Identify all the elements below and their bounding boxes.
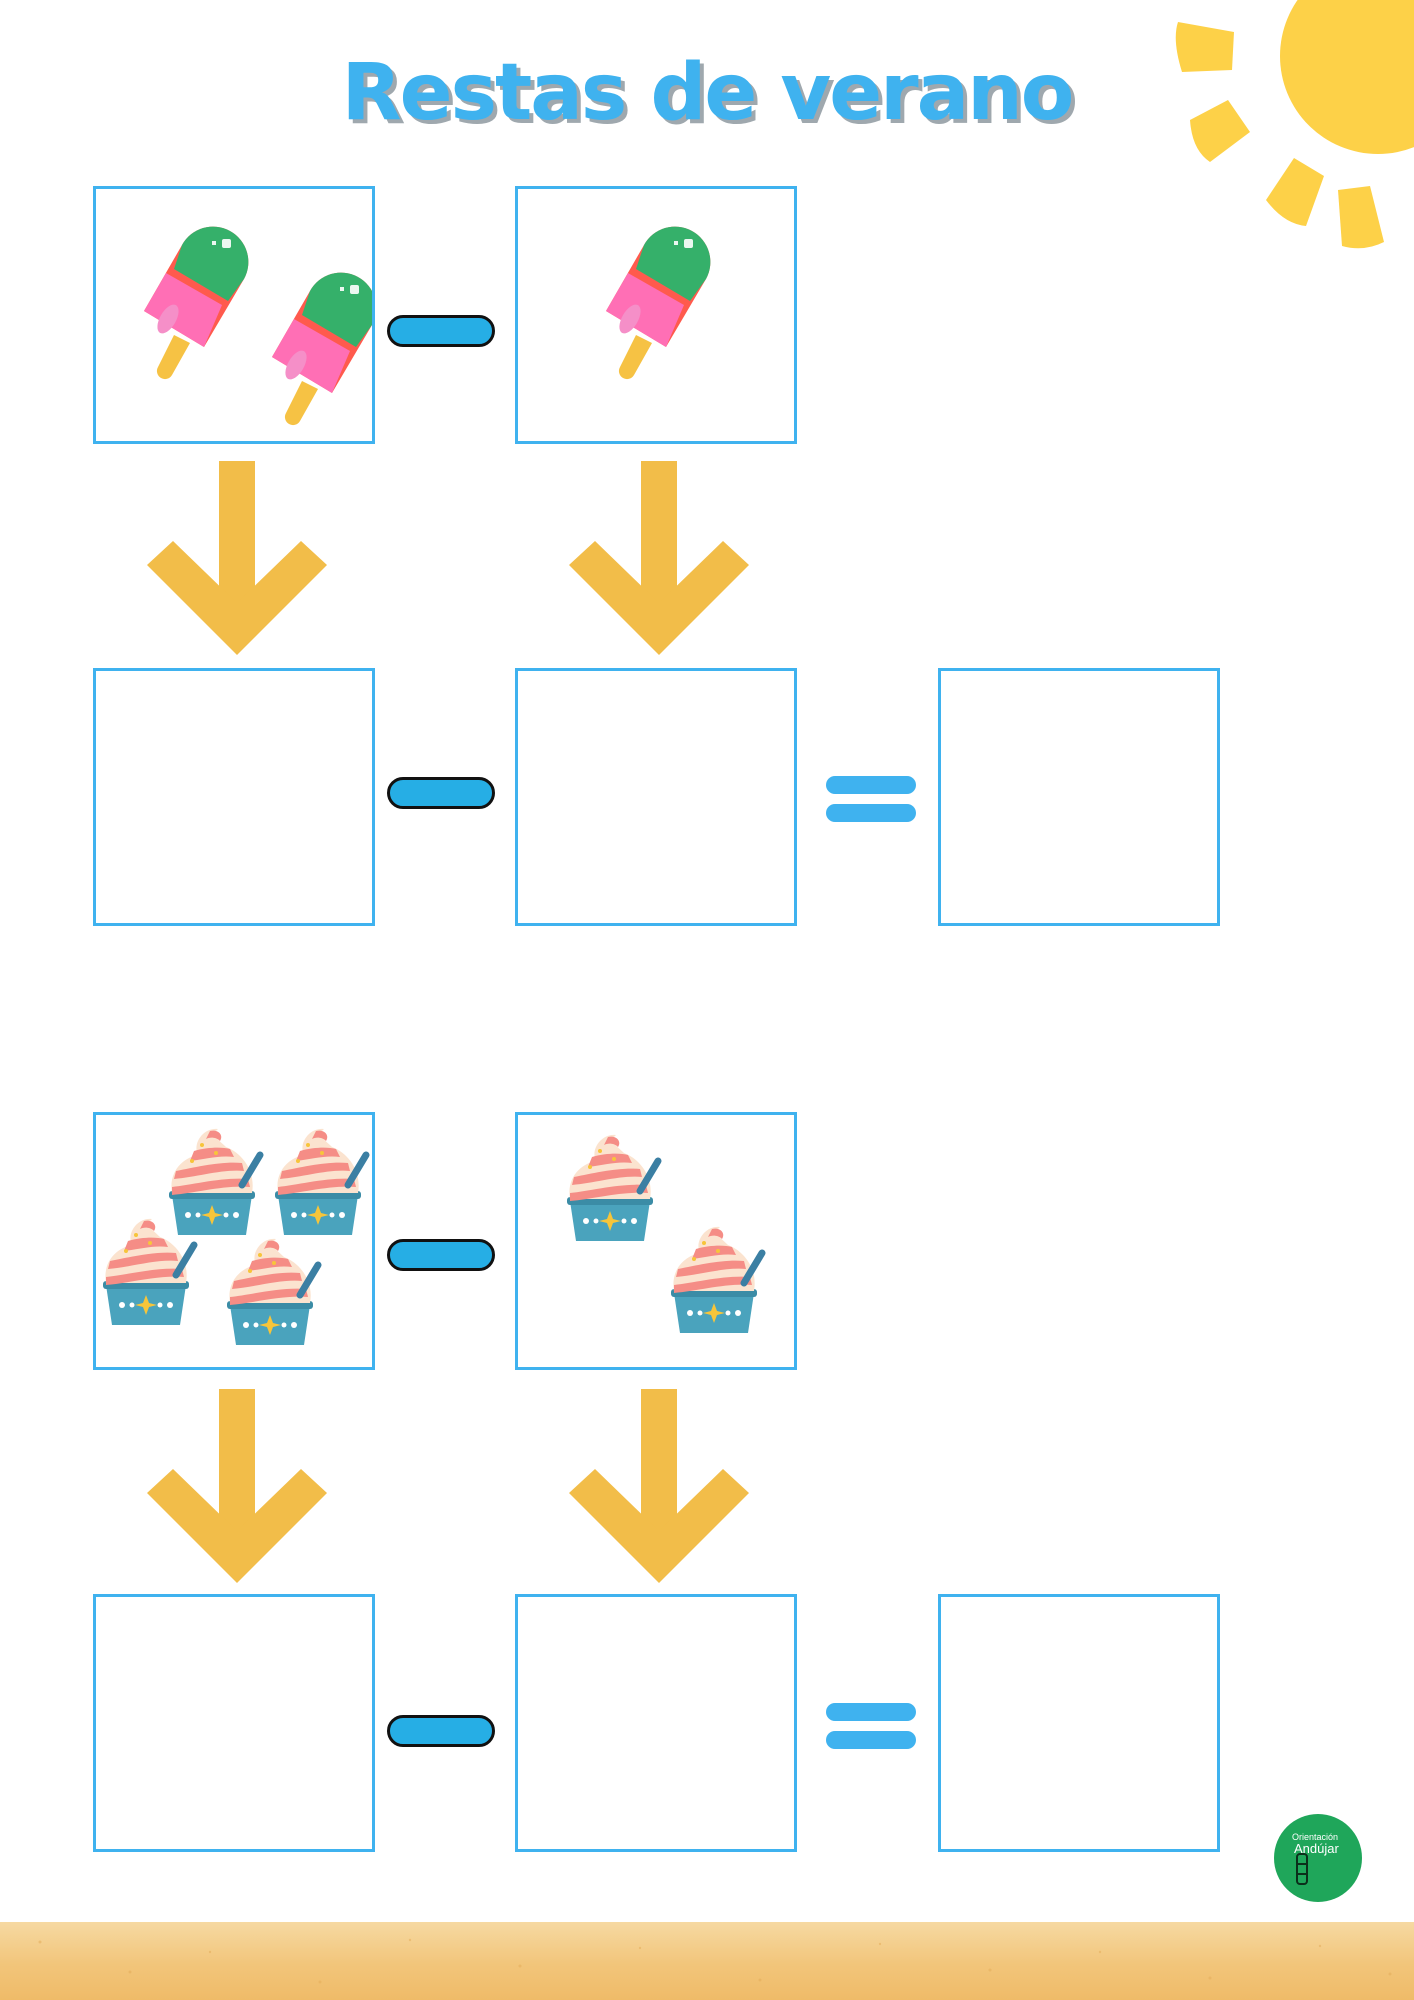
orientacion-andujar-logo: Orientación Andújar <box>1274 1814 1362 1902</box>
exercise-1-answer-subtrahend-box[interactable] <box>515 668 797 926</box>
arrow-down-icon <box>569 461 749 655</box>
exercise-1-result-box[interactable] <box>938 668 1220 926</box>
exercise-2-answer-subtrahend-box[interactable] <box>515 1594 797 1852</box>
arrow-down-icon <box>147 461 327 655</box>
exercise-1-equals-sign <box>826 776 916 824</box>
logo-line-1: Orientación <box>1292 1832 1339 1842</box>
exercise-2-minuend-box <box>93 1112 375 1370</box>
exercise-1-minus-sign-bottom <box>387 777 495 809</box>
exercise-2-equals-sign <box>826 1703 916 1751</box>
arrow-down-icon <box>147 1389 327 1583</box>
sun-icon <box>1174 0 1414 260</box>
pencil-icon <box>1296 1853 1308 1885</box>
exercise-2-minus-sign-bottom <box>387 1715 495 1747</box>
exercise-2-subtrahend-box <box>515 1112 797 1370</box>
exercise-2-result-box[interactable] <box>938 1594 1220 1852</box>
ice-cream-cup-icon <box>518 1115 794 1367</box>
exercise-1-subtrahend-box <box>515 186 797 444</box>
popsicle-icon <box>144 226 372 426</box>
popsicle-icon <box>606 226 711 380</box>
exercise-2-answer-minuend-box[interactable] <box>93 1594 375 1852</box>
exercise-1-minus-sign-top <box>387 315 495 347</box>
logo-line-2: Andújar <box>1294 1841 1339 1856</box>
exercise-1-answer-minuend-box[interactable] <box>93 668 375 926</box>
arrow-down-icon <box>569 1389 749 1583</box>
sand-strip <box>0 1922 1414 2000</box>
exercise-2-minus-sign-top <box>387 1239 495 1271</box>
ice-cream-cup-icon <box>96 1115 372 1367</box>
worksheet-title: Restas de verano <box>341 48 1075 138</box>
exercise-1-minuend-box <box>93 186 375 444</box>
